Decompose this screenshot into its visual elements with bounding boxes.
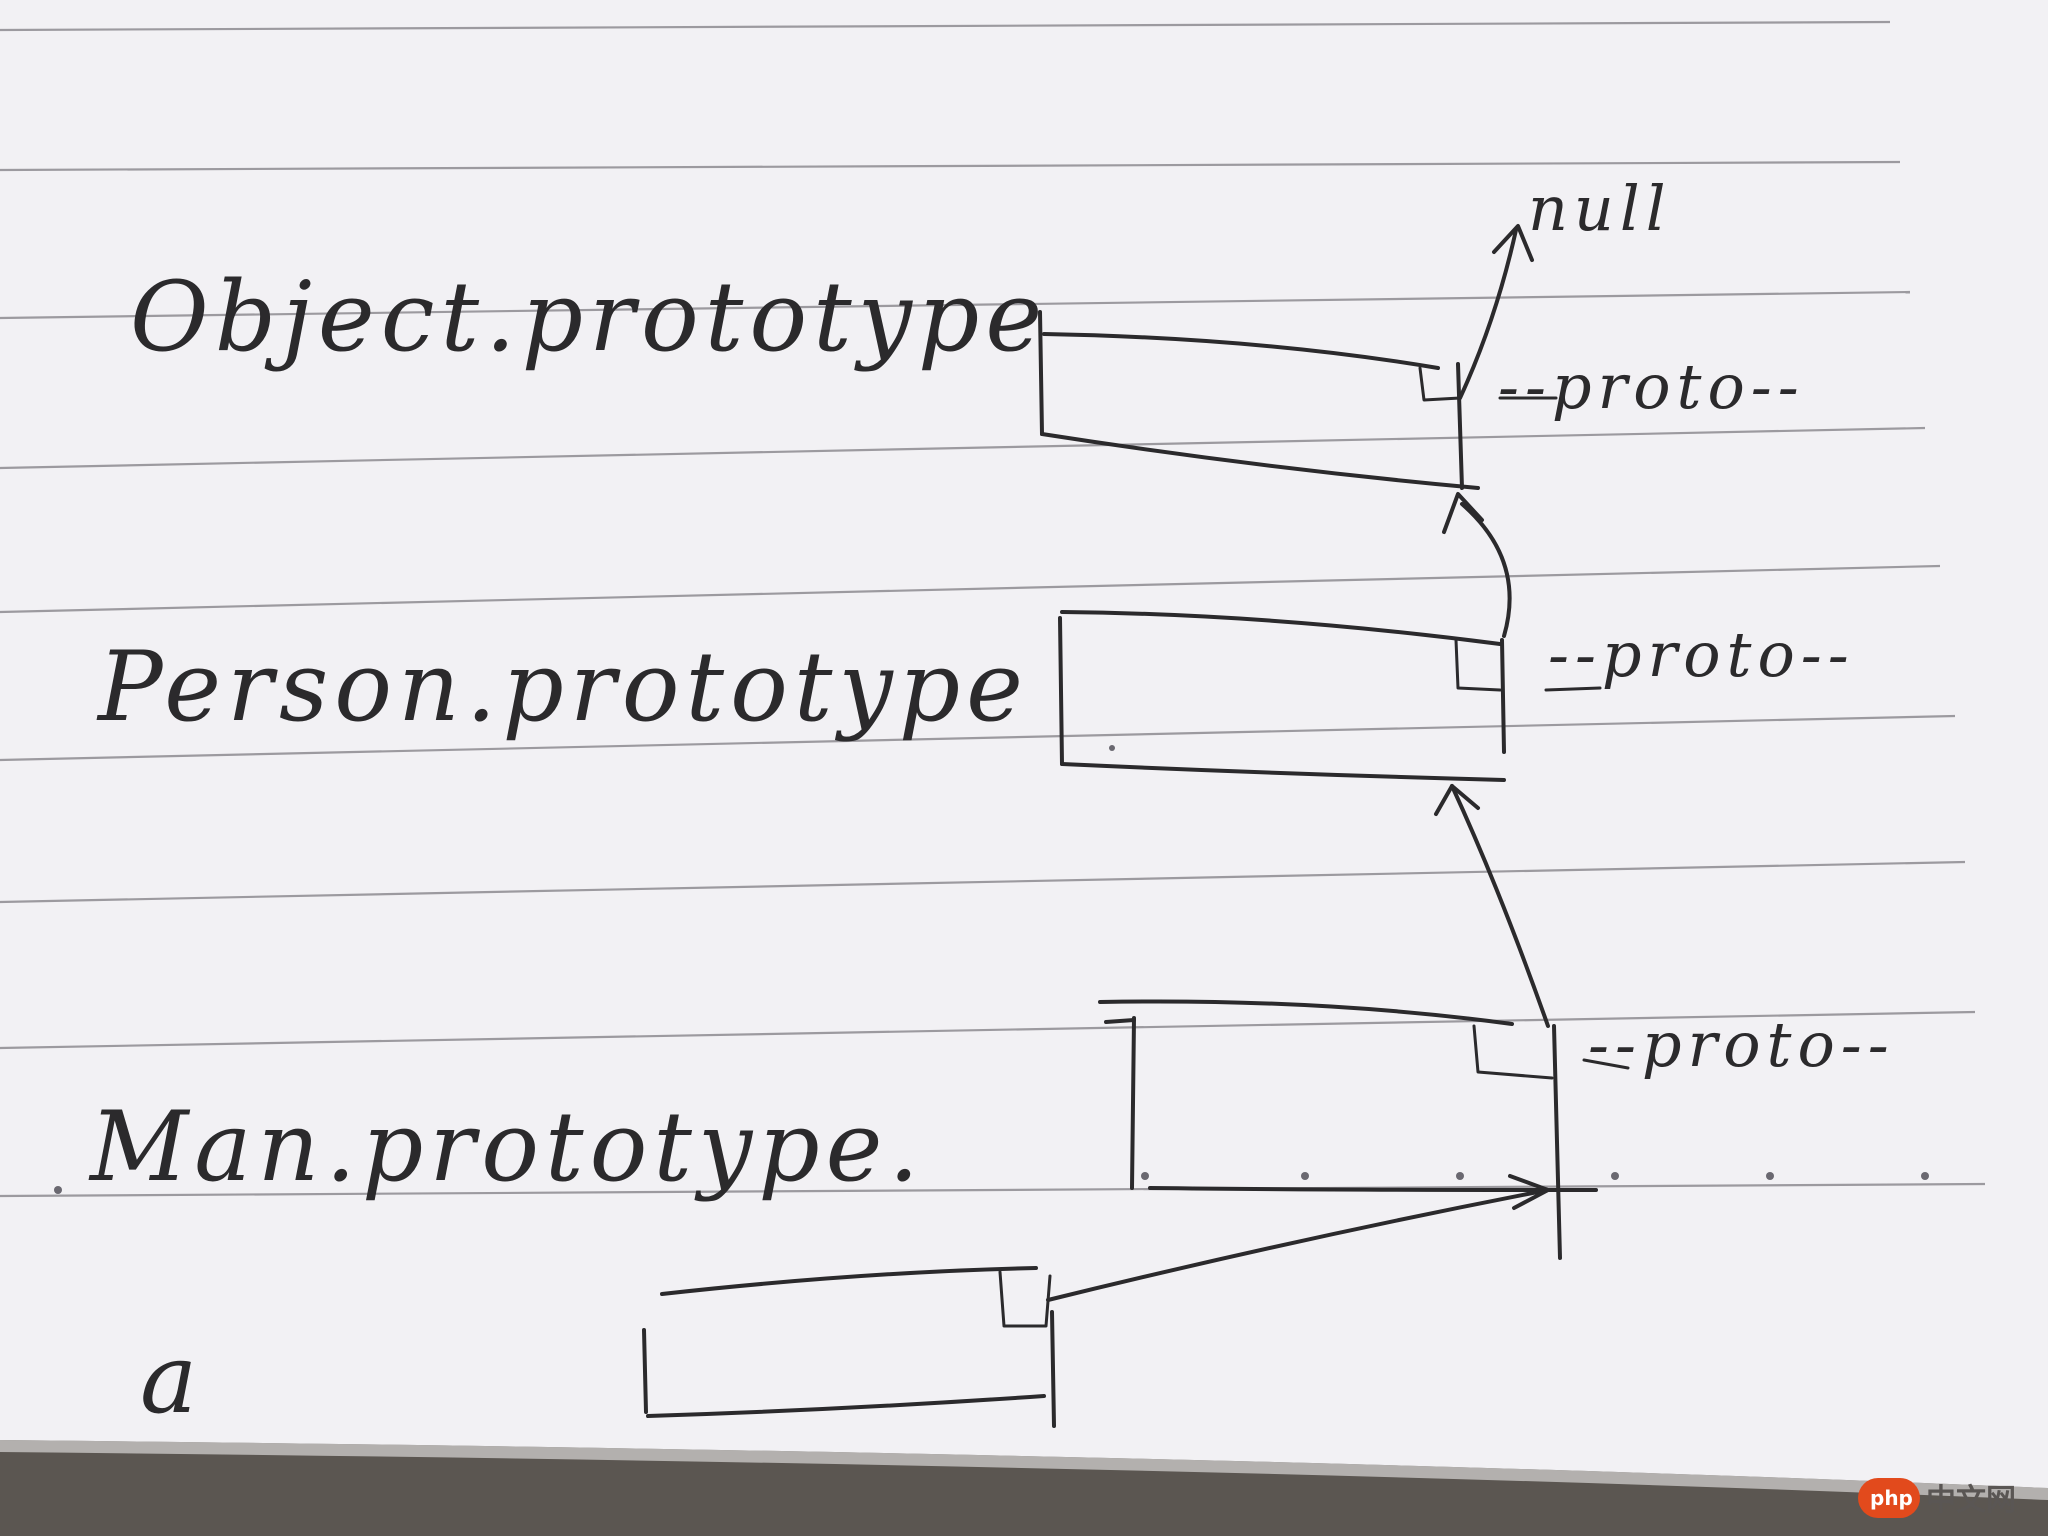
watermark-site-text: 中文网	[1926, 1483, 2016, 1518]
label-man-proto: --proto--	[1588, 1008, 1895, 1081]
box-instance-a	[642, 1266, 1056, 1428]
watermark-badge	[1858, 1478, 1920, 1518]
arrow-person-to-object	[1460, 502, 1512, 638]
label-person-prototype: Person.prototype	[96, 631, 1029, 743]
box-object-prototype	[1038, 310, 1480, 490]
proto-slot-man	[1472, 1024, 1554, 1080]
proto-slot-object	[1418, 366, 1462, 402]
pencil-dots	[54, 745, 1929, 1194]
arrow-man-to-person	[1450, 784, 1550, 1028]
label-object-proto: --proto--	[1498, 350, 1805, 423]
watermark: php 中文网	[1858, 1478, 2016, 1518]
label-person-proto: --proto--	[1548, 618, 1855, 691]
label-object-prototype: Object.prototype	[130, 261, 1048, 373]
label-man-prototype: Man.prototype.	[88, 1091, 925, 1203]
ruled-lines	[0, 20, 1986, 1198]
arrow-object-to-null	[1458, 228, 1518, 400]
box-man-prototype	[1098, 999, 1598, 1260]
paper-sheet	[0, 0, 2048, 1488]
paper-edge-shadow	[0, 1440, 2048, 1500]
label-instance-a: a	[140, 1323, 203, 1435]
proto-chain-arrows	[1046, 224, 1630, 1302]
box-person-prototype	[1058, 610, 1506, 782]
label-null: null	[1528, 172, 1672, 245]
proto-slot-person	[1454, 638, 1502, 692]
watermark-badge-text: php	[1870, 1486, 1913, 1510]
arrow-a-to-man	[1046, 1188, 1550, 1302]
